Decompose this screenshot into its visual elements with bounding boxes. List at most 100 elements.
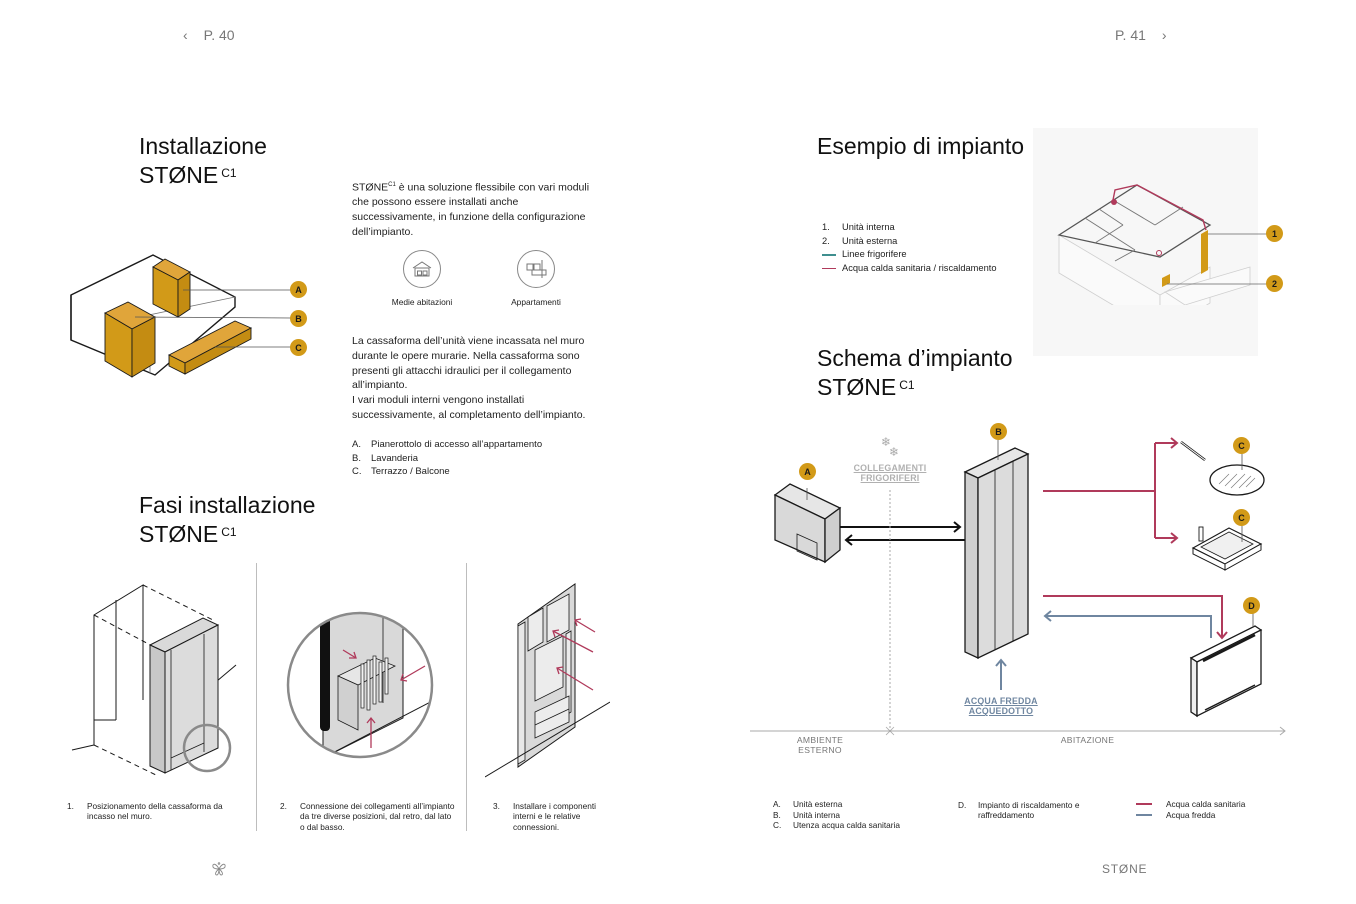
legend-marker: A. [773,799,781,809]
intro-brand: STØNE [352,181,389,194]
list-item: C. Terrazzo / Balcone [352,465,612,479]
list-marker: B. [352,452,361,464]
schema-title-sup: C1 [899,378,915,392]
outdoor-unit-a [773,483,842,564]
legend-item: A. Unità esterna [773,799,900,810]
butterfly-logo-icon [212,862,226,876]
legend-text: Linee frigorifere [842,249,907,260]
page-number-left: P. 40 [203,27,235,43]
badge-a: A [290,281,307,298]
schema-legend-units: A. Unità esterna B. Unità interna C.Utenza… [773,799,900,831]
category-label: Medie abitazioni [391,297,453,307]
footer-brand: STØNE [1102,862,1148,876]
install-title-line1: Installazione [139,133,267,159]
schema-line-legend: Acqua calda sanitaria Acqua fredda [1136,799,1245,820]
example-title: Esempio di impianto [817,133,1025,159]
intro-sup: C1 [388,182,396,188]
refrigerant-label: COLLEGAMENTI FRIGORIFERI [845,463,935,483]
chevron-right-icon[interactable]: › [1161,27,1167,43]
badge-2: 2 [1266,275,1283,292]
schema-diagram: ❄ ❄ [750,435,1286,736]
list-text: Lavanderia [371,452,419,464]
legend-marker: B. [773,809,781,820]
phases-title-brand: STØNE [139,521,219,547]
list-item: A. Pianerottolo di accesso all’appartamen… [352,438,612,452]
phase-divider [256,563,257,831]
list-text: Terrazzo / Balcone [371,466,450,478]
badge-b: B [290,310,307,327]
list-marker: A. [352,439,361,450]
list-marker: C. [352,466,362,478]
cold-water-label-line2: ACQUEDOTTO [968,706,1034,716]
next-page-nav[interactable]: P. 41 › [1115,27,1167,43]
legend-text: Acqua calda sanitaria / riscaldamento [842,262,997,273]
legend-marker: D. [958,800,967,810]
badge-c-sink: C [1233,509,1250,526]
refrigerant-line-swatch [822,248,842,262]
list-text: Pianerottolo di accesso all’appartamento [371,439,543,450]
legend-item: B. Unità interna [773,810,900,821]
category-label: Appartamenti [511,297,561,307]
chevron-left-icon[interactable]: ‹ [183,27,188,43]
step-marker: 3. [493,801,500,811]
legend-item: 2.Unità esterna [822,235,997,249]
refrigerant-label-line2: FRIGORIFERI [860,473,920,483]
zone-inside-label: ABITAZIONE [1060,735,1115,745]
step-text: Connessione dei collegamenti all’impiant… [300,801,455,832]
intro-text: è una soluzione flessibile con vari modu… [352,181,590,238]
cold-water-label-line1: ACQUA FREDDA [964,696,1038,706]
phase-divider [466,563,467,831]
legend-text: Impianto di riscaldamento e raffreddamen… [978,800,1080,821]
house-icon [403,250,441,288]
refrigerant-label-line1: COLLEGAMENTI [853,463,927,473]
legend-item: C.Utenza acqua calda sanitaria [773,820,900,831]
prev-page-nav[interactable]: ‹ P. 40 [183,27,235,43]
phases-title-sup: C1 [221,525,237,539]
legend-item: Acqua calda sanitaria / riscaldamento [822,262,997,276]
install-body: La cassaforma dell’unità viene incassata… [352,334,607,423]
snowflake-icon: ❄ [889,445,899,459]
snowflake-icon: ❄ [881,435,891,449]
indoor-unit-b [963,440,1030,660]
badge-d: D [1243,597,1260,614]
zone-outside-line1: AMBIENTE [796,735,844,745]
apartment-icon [517,250,555,288]
badge-b: B [990,423,1007,440]
phase-step-2: 2. Connessione dei collegamenti all’impi… [280,801,455,832]
badge-1: 1 [1266,225,1283,242]
badge-c: C [290,339,307,356]
install-body-p1: La cassaforma dell’unità viene incassata… [352,335,585,392]
schema-title-brand: STØNE [817,374,897,400]
step-marker: 2. [280,801,287,811]
step-text: Posizionamento della cassaforma da incas… [87,801,223,822]
page-number-right: P. 41 [1115,27,1146,43]
install-locations-list: A. Pianerottolo di accesso all’appartamen… [352,438,612,479]
example-legend: 1.Unità interna 2.Unità esterna Linee fr… [822,221,997,275]
legend-item: 1.Unità interna [822,221,997,235]
install-intro: STØNEC1 è una soluzione flessibile con v… [352,178,602,240]
phase-1-illustration [71,584,237,776]
module-a-side [177,271,191,318]
hot-water-line-swatch [822,262,842,276]
fan-coil-unit [1189,612,1263,718]
phases-title-line1: Fasi installazione [139,492,316,518]
legend-text: Unità esterna [793,799,843,809]
phase-2-illustration [286,611,434,759]
schema-title-line1: Schema d’impianto [817,345,1013,371]
hot-water-swatch [1136,803,1166,806]
category-appartamenti: Appartamenti [505,250,567,307]
zone-outside-line2: ESTERNO [798,745,842,755]
schema-legend-d: D. Impianto di riscaldamento e raffredda… [958,800,1098,821]
badge-c-shower: C [1233,437,1250,454]
legend-text: Unità interna [842,222,895,232]
phase-step-3: 3. Installare i componenti interni e le … [493,801,613,832]
install-title-brand: STØNE [139,162,219,188]
install-locations-diagram [70,254,292,378]
legend-marker: 2. [822,235,830,246]
legend-text: Unità interna [793,809,841,820]
badge-a: A [799,463,816,480]
step-marker: 1. [67,801,74,811]
legend-text: Utenza acqua calda sanitaria [793,820,901,830]
